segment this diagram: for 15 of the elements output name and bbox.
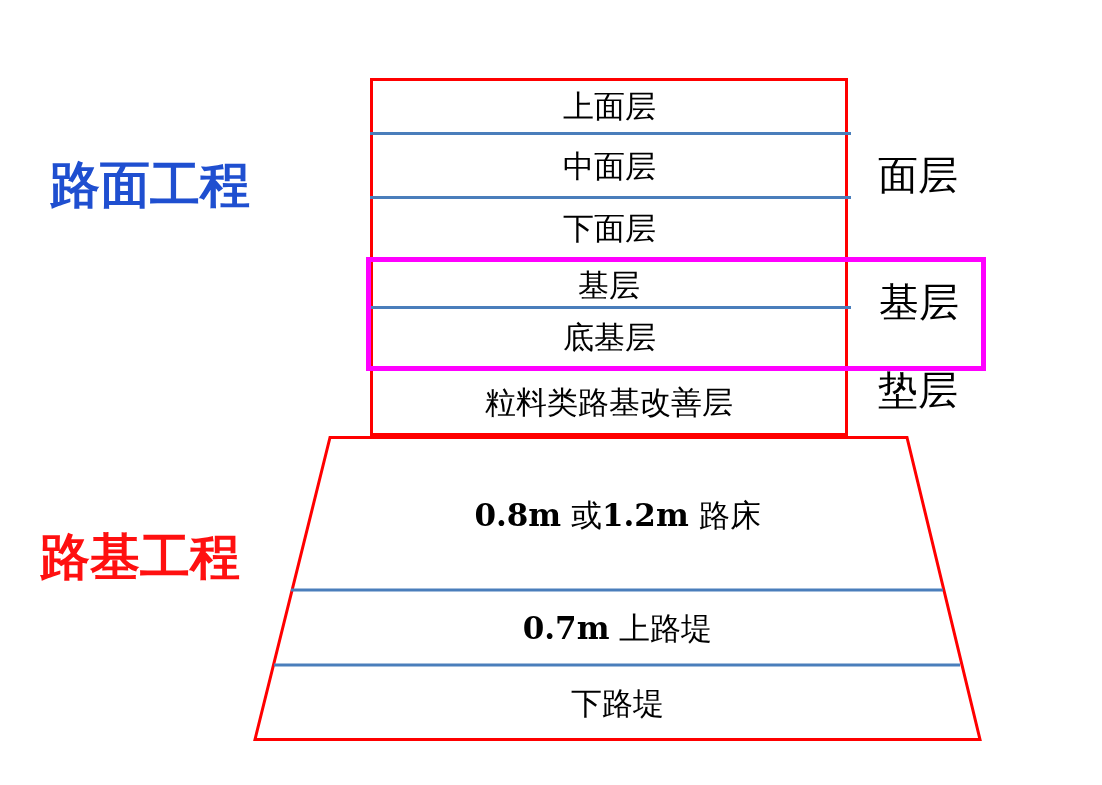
layer-label: 0.8m 或1.2m 路床 <box>474 499 761 531</box>
layer-label: 下面层 <box>562 213 656 244</box>
layer-label: 粒料类路基改善层 <box>485 386 733 418</box>
section-label: 路基工程 <box>40 532 240 582</box>
layer-label: 底基层 <box>562 322 656 353</box>
layer-label: 中面层 <box>562 150 656 182</box>
layer-label: 下路堤 <box>571 687 664 719</box>
group-label: 基层 <box>879 279 959 325</box>
section-label: 面层 <box>878 155 958 195</box>
layer-label: 上面层 <box>562 91 656 122</box>
layer-label: 0.7m 上路堤 <box>522 613 713 644</box>
section-label: 路面工程 <box>50 160 250 210</box>
highlight-frame <box>366 257 986 371</box>
layer-label: 基层 <box>578 269 640 301</box>
section-label: 垫层 <box>878 370 958 410</box>
